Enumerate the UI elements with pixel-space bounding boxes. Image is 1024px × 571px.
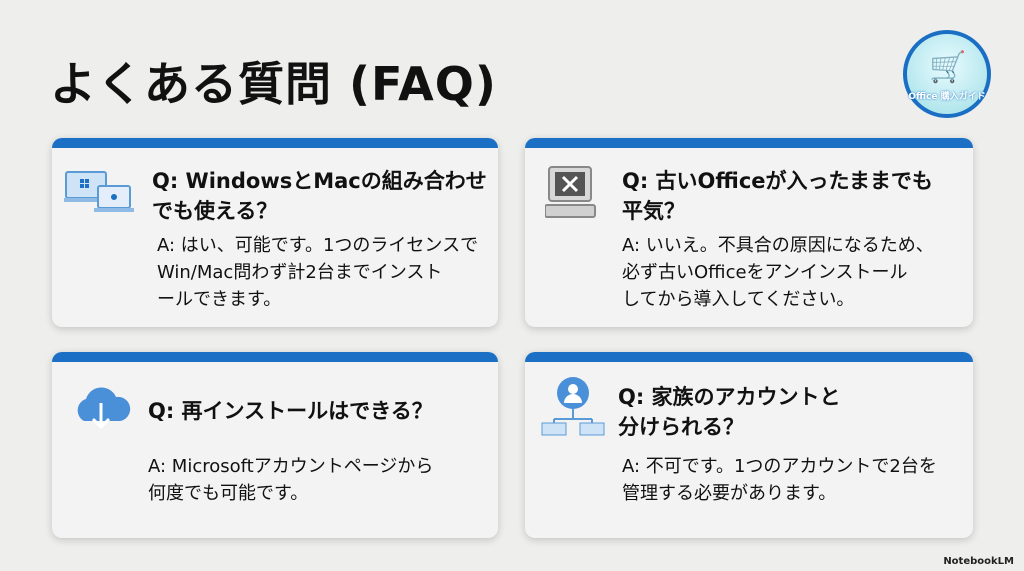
question-text: Q: 古いOfficeが入ったままでも平気？ — [622, 169, 933, 223]
faq-card-old-office — [525, 138, 973, 327]
question-text: Q: 再インストールはできる？ — [148, 399, 433, 423]
answer-text: A: Microsoftアカウントページから何度でも可能です。 — [148, 456, 434, 504]
shopping-cart-icon: 🛒 — [929, 50, 967, 85]
cloud-download-icon — [77, 387, 131, 430]
office-guide-badge: 🛒 Office 購入ガイド — [903, 30, 991, 118]
question-text: Q: WindowsとMacの組み合わせでも使える？ — [152, 169, 487, 223]
faq-card-reinstall — [52, 352, 498, 538]
faq-card-family-account — [525, 352, 973, 538]
answer-text: A: いいえ。不具合の原因になるため、必ず古いOfficeをアンインストールして… — [622, 235, 934, 310]
user-network-icon — [541, 377, 605, 436]
old-computer-x-icon — [545, 166, 596, 218]
notebooklm-watermark: NotebookLM — [943, 556, 1014, 567]
badge-text: Office 購入ガイド — [908, 92, 986, 102]
answer-text: A: 不可です。1つのアカウントで2台を管理する必要があります。 — [622, 456, 937, 504]
faq-card-windows-mac — [52, 138, 498, 327]
page-title: よくある質問 (FAQ) — [50, 57, 497, 111]
laptops-windows-mac-icon — [64, 171, 134, 212]
question-text: Q: 家族のアカウントと分けられる？ — [618, 385, 841, 439]
